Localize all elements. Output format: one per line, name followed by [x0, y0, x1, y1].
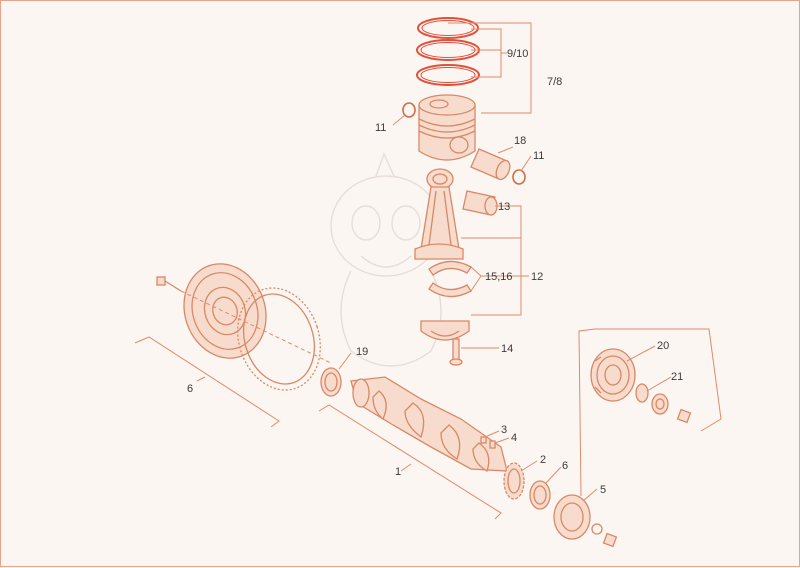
- pulley-washer[interactable]: [635, 383, 692, 424]
- key-3[interactable]: [480, 436, 487, 444]
- rod-bolt[interactable]: [449, 338, 463, 366]
- circlip-left[interactable]: [402, 102, 416, 118]
- piston-pin[interactable]: [470, 148, 513, 182]
- label-pulley: 20: [657, 340, 669, 352]
- label-rod-bolt: 14: [501, 343, 513, 355]
- label-pulley-washer: 21: [671, 371, 683, 383]
- circlip-right[interactable]: [512, 169, 526, 185]
- leader-lines: [134, 22, 722, 520]
- flywheel-bolt[interactable]: [156, 276, 182, 292]
- label-key-3: 3: [501, 424, 507, 436]
- label-bearing-shells: 15,16: [485, 271, 513, 283]
- crank-gear[interactable]: [503, 462, 525, 500]
- label-crankshaft: 1: [395, 466, 401, 478]
- front-cover[interactable]: [553, 494, 618, 548]
- bushing[interactable]: [462, 190, 498, 216]
- piston[interactable]: [418, 94, 476, 161]
- ring-gear[interactable]: [225, 277, 333, 401]
- connecting-rod[interactable]: [414, 168, 464, 260]
- label-seal-19: 19: [356, 346, 368, 358]
- label-bushing: 13: [498, 201, 510, 213]
- label-front-seal: 6: [562, 460, 568, 472]
- label-gear: 2: [540, 454, 546, 466]
- label-piston-pin: 18: [514, 135, 526, 147]
- label-circlip-right: 11: [533, 150, 544, 162]
- rod-cap[interactable]: [420, 320, 470, 341]
- label-piston-assembly: 7/8: [547, 76, 562, 88]
- seal-19[interactable]: [320, 367, 342, 397]
- key-4[interactable]: [489, 440, 496, 449]
- label-front-cover: 5: [600, 484, 606, 496]
- label-piston-rings: 9/10: [507, 48, 528, 60]
- label-connecting-rod: 12: [531, 271, 543, 283]
- label-key-4: 4: [511, 432, 517, 444]
- bearing-shells[interactable]: [428, 260, 472, 298]
- crankshaft[interactable]: [350, 376, 508, 472]
- flywheel[interactable]: [171, 252, 279, 370]
- label-flywheel: 6: [187, 383, 193, 395]
- front-seal[interactable]: [529, 480, 551, 510]
- piston-rings[interactable]: [416, 17, 480, 86]
- callout-labels: 9/10 7/8 11 18 11 13 15,16 12 14 6 19 1 …: [187, 48, 683, 496]
- label-circlip-left: 11: [375, 122, 386, 134]
- pulley[interactable]: [590, 348, 636, 402]
